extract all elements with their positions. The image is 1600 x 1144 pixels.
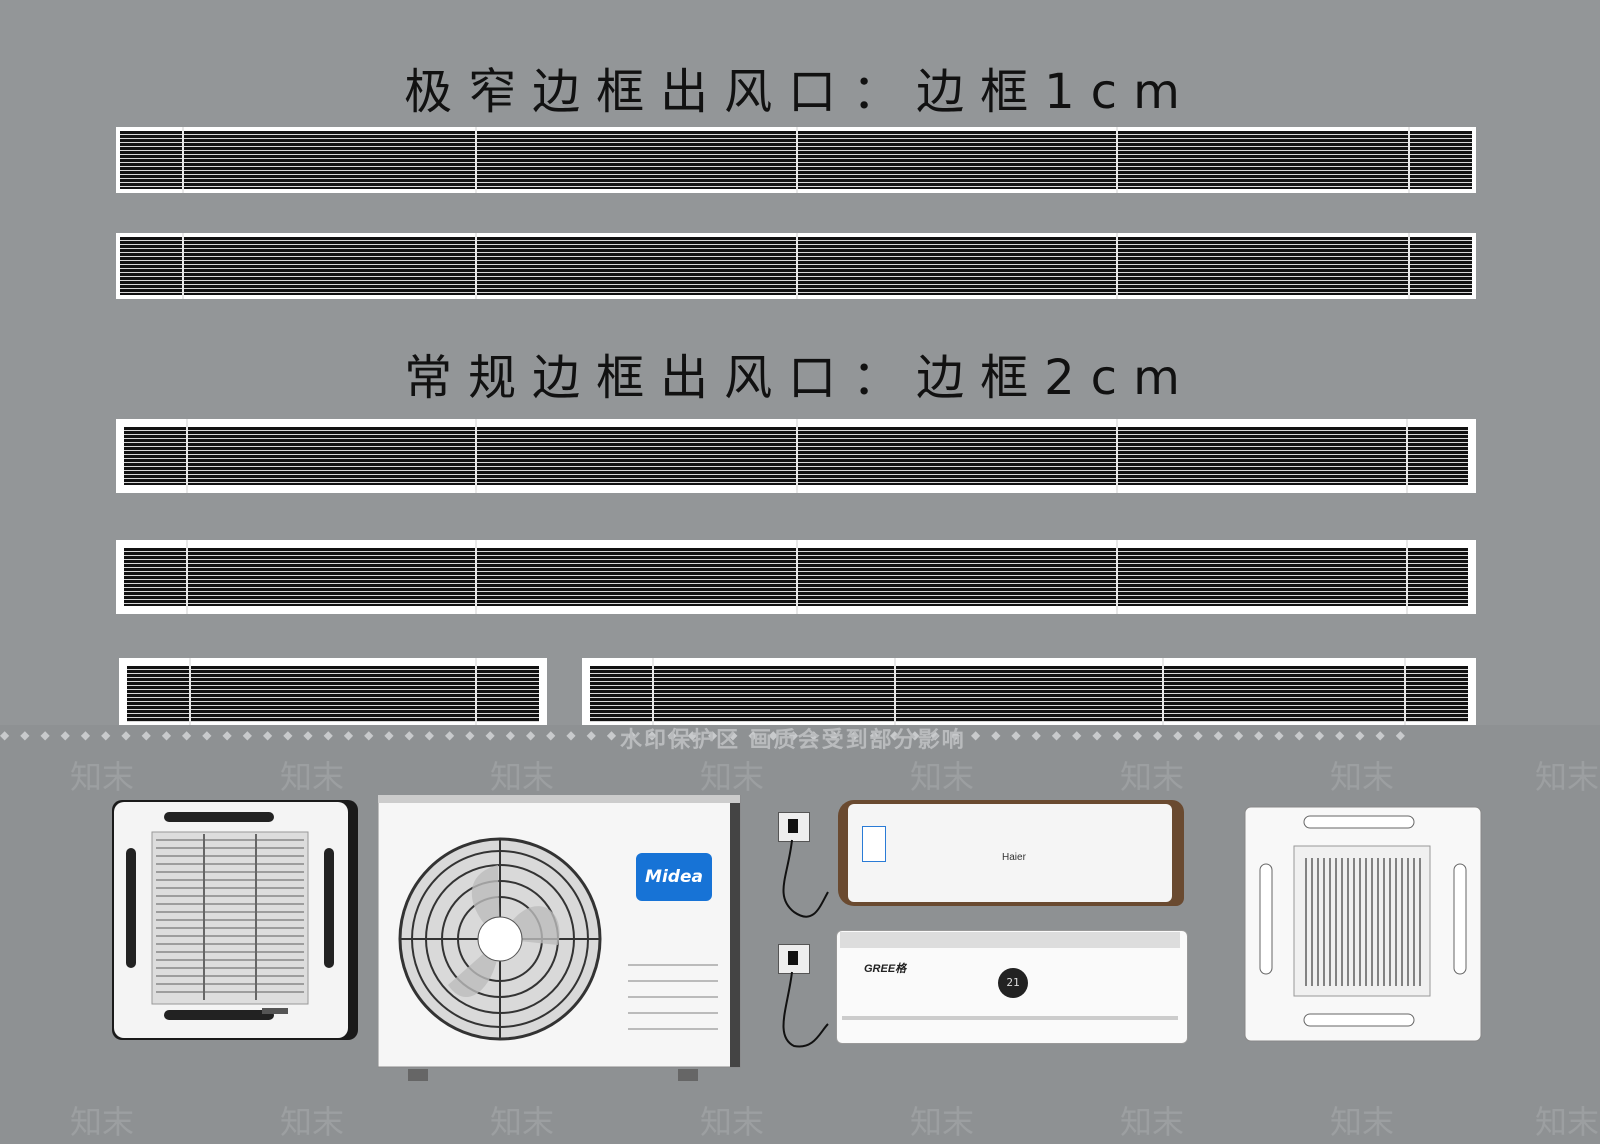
gree-brand: GREE格 [864,963,907,975]
watermark: 知末 [910,758,975,796]
vent-narrow-1 [116,127,1476,193]
vent-narrow-2 [116,233,1476,299]
watermark: 知末 [70,758,135,796]
power-cords [782,839,829,1048]
haier-brand: Haier [1002,852,1026,863]
outdoor-unit-midea: Midea [377,794,744,1085]
watermark: 知末 [1535,1103,1600,1141]
watermark: 知末 [280,758,345,796]
watermark-divider: ◆◆◆◆◆◆◆◆◆◆◆◆◆◆◆◆◆◆◆◆◆◆◆◆◆◆◆◆◆◆◆◆◆◆◆◆◆◆◆◆… [0,728,1416,742]
watermark: 知末 [490,758,555,796]
vent-normal-2 [116,540,1476,614]
heading-narrow-frame: 极窄边框出风口：边框1cm [404,64,1196,120]
wall-socket-icon [778,944,810,974]
watermark: 知末 [700,758,765,796]
watermark: 知末 [70,1103,135,1141]
temperature-display: 21 [998,968,1028,998]
ceiling-cassette-left [112,800,358,1040]
watermark: 知末 [280,1103,345,1141]
watermark: 知末 [910,1103,975,1141]
wall-unit-gree: GREE格 21 [836,930,1188,1044]
vent-normal-1 [116,419,1476,493]
ceiling-cassette-right [1244,806,1482,1042]
wall-unit-haier: Haier [838,800,1184,906]
watermark-notice: 水印保护区 画质会受到部分影响 [620,728,966,753]
heading-normal-frame: 常规边框出风口：边框2cm [404,350,1196,406]
watermark: 知末 [1120,1103,1185,1141]
midea-brand: Midea [645,867,703,887]
watermark: 知末 [1535,758,1600,796]
watermark: 知末 [700,1103,765,1141]
vent-short-right [582,658,1476,730]
watermark: 知末 [1330,1103,1395,1141]
temperature-value: 21 [1006,976,1020,989]
watermark: 知末 [1120,758,1185,796]
watermark: 知末 [1330,758,1395,796]
midea-logo: Midea [636,853,712,901]
wall-socket-icon [778,812,810,842]
energy-label [862,826,886,862]
watermark: 知末 [490,1103,555,1141]
vent-short-left [119,658,547,730]
